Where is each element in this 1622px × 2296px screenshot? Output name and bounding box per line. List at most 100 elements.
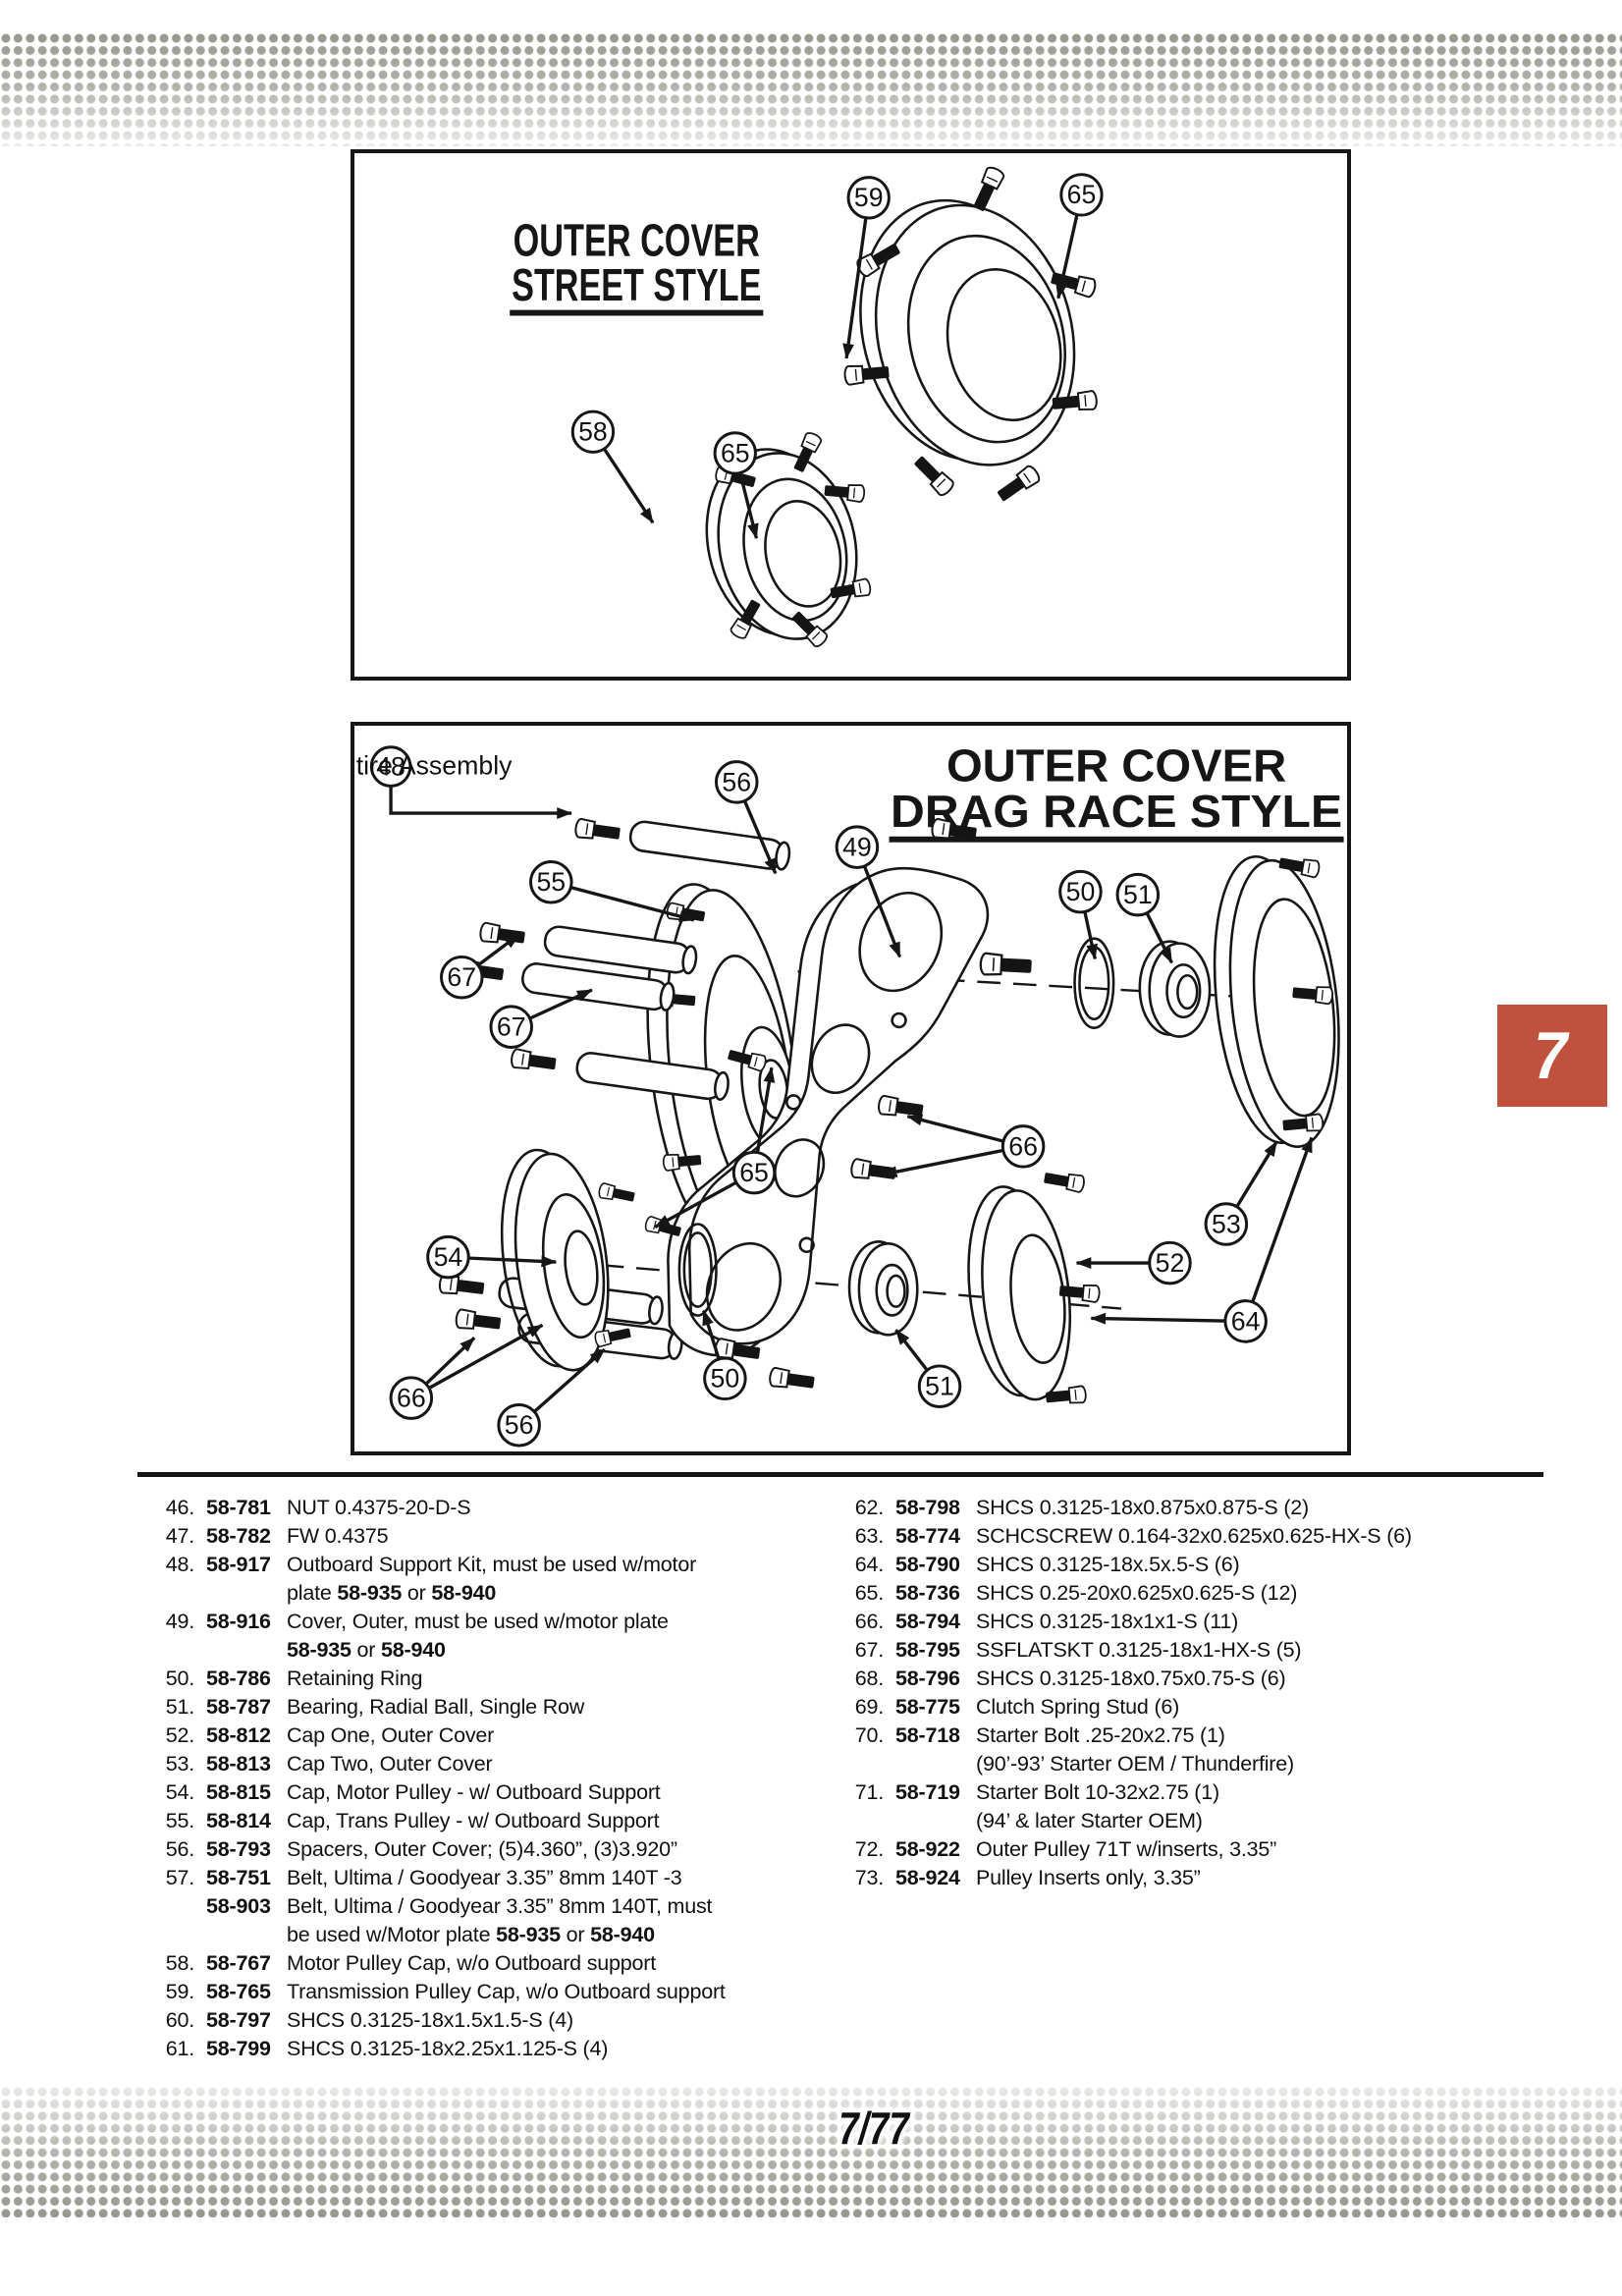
part-description: Cap, Motor Pulley - w/ Outboard Support [287, 1780, 661, 1804]
callout-58: 58 [570, 410, 655, 524]
part-description: 58-935 or 58-940 [287, 1638, 446, 1662]
item-number [137, 1579, 206, 1608]
part-number: 58-767 [206, 1951, 271, 1975]
part-number: 58-775 [895, 1695, 960, 1719]
street-style-diagram-panel: OUTER COVER STREET STYLE [351, 149, 1351, 681]
callout-number: 66 [397, 1383, 426, 1412]
item-number: 63. [854, 1524, 884, 1548]
callout-number: 51 [925, 1372, 954, 1401]
callout-48-label: 48 [376, 751, 406, 781]
item-number: 60. [165, 2008, 194, 2032]
part-description: SCHCSCREW 0.164-32x0.625x0.625-HX-S (6) [976, 1524, 1412, 1548]
item-number: 53. [165, 1752, 194, 1776]
part-number: 58-781 [206, 1496, 271, 1519]
part-description: Belt, Ultima / Goodyear 3.35” 8mm 140T, … [287, 1894, 713, 1918]
item-number: 73. [854, 1866, 884, 1889]
entire-assembly-text: Entire Assembly [354, 750, 513, 780]
callout-65: 65 [1055, 173, 1104, 300]
callout-number: 58 [578, 417, 608, 447]
part-number: 58-718 [895, 1723, 960, 1747]
title-underline [510, 309, 764, 316]
callout-number: 59 [854, 183, 884, 212]
part-description: SHCS 0.3125-18x0.75x0.75-S (6) [976, 1667, 1286, 1690]
motor-pulley-cap-art [500, 1148, 683, 1372]
item-number: 55. [165, 1809, 194, 1832]
parts-list-row: 58-935 or 58-940 [137, 1636, 820, 1665]
callout-50: 50 [1058, 869, 1103, 960]
callout-number: 49 [842, 833, 872, 862]
part-description: Cap One, Outer Cover [287, 1723, 495, 1747]
part-number: 58-795 [895, 1638, 960, 1662]
part-number [895, 1750, 976, 1778]
item-number: 48. [165, 1553, 194, 1576]
callout-52: 52 [1075, 1240, 1192, 1285]
parts-list-row: (90’-93’ Starter OEM / Thunderfire) [827, 1750, 1524, 1778]
retaining-ring-art-lower [677, 1223, 718, 1317]
item-number: 57. [165, 1866, 194, 1889]
street-style-diagram: OUTER COVER STREET STYLE [510, 164, 1104, 650]
item-number: 54. [165, 1780, 194, 1804]
part-number: 58-799 [206, 2037, 271, 2060]
item-number: 50. [165, 1667, 194, 1690]
item-number: 71. [854, 1780, 884, 1804]
outer-pulley-art [1213, 853, 1340, 1148]
callout-number: 56 [505, 1410, 534, 1440]
part-number [206, 1579, 287, 1608]
part-number: 58-917 [206, 1553, 271, 1576]
part-number: 58-812 [206, 1723, 271, 1747]
page-number: 7/77 [838, 2103, 909, 2154]
part-description: Outer Pulley 71T w/inserts, 3.35” [976, 1837, 1277, 1861]
item-number: 52. [165, 1723, 194, 1747]
part-number: 58-765 [206, 1980, 271, 2003]
callout-48-entire-assembly: 48 Entire Assembly [354, 745, 573, 819]
part-number: 58-774 [895, 1524, 960, 1548]
part-description: SHCS 0.3125-18x1.5x1.5-S (4) [287, 2008, 573, 2032]
part-description: Cap, Trans Pulley - w/ Outboard Support [287, 1809, 660, 1832]
item-number: 67. [854, 1638, 884, 1662]
drag-race-diagram: OUTER COVER DRAG RACE STYLE [354, 739, 1344, 1448]
drag-title-line1: OUTER COVER [946, 739, 1286, 791]
callout-number: 64 [1231, 1306, 1261, 1336]
part-description: Starter Bolt 10-32x2.75 (1) [976, 1780, 1219, 1804]
part-description: be used w/Motor plate 58-935 or 58-940 [287, 1923, 655, 1946]
callout-number: 67 [447, 962, 476, 992]
callout-number: 55 [536, 867, 566, 897]
callout-66: 66 [881, 1114, 1046, 1177]
item-number: 61. [165, 2037, 194, 2060]
item-number: 58. [165, 1951, 194, 1975]
item-number [137, 1636, 206, 1665]
part-description: Retaining Ring [287, 1667, 423, 1690]
drag-race-title: OUTER COVER DRAG RACE STYLE [889, 739, 1344, 843]
street-style-title: OUTER COVER STREET STYLE [510, 214, 764, 316]
part-description: Cap Two, Outer Cover [287, 1752, 493, 1776]
callout-55: 55 [529, 860, 695, 922]
title-underline [889, 836, 1344, 843]
part-number: 58-793 [206, 1837, 271, 1861]
callout-number: 65 [739, 1158, 769, 1187]
item-number [137, 1892, 206, 1921]
part-number: 58-798 [895, 1496, 960, 1519]
callout-65: 65 [713, 431, 759, 540]
halftone-band-bottom [0, 2086, 1622, 2217]
transmission-pulley-cap-art [842, 164, 1099, 506]
callout-67: 67 [489, 988, 593, 1049]
part-description: SHCS 0.3125-18x1x1-S (11) [976, 1610, 1239, 1633]
part-number: 58-924 [895, 1866, 960, 1889]
cap-one-art [967, 1168, 1102, 1407]
